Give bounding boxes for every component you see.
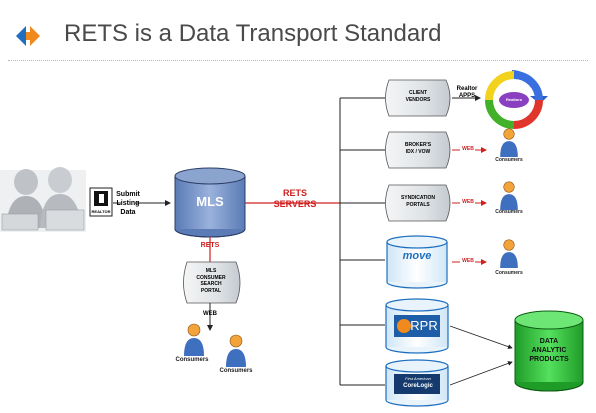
consumers-label: Consumers (175, 357, 209, 363)
rets-down-label: RETS (200, 242, 220, 249)
consumer-person-icon (183, 322, 205, 361)
submit-listing-label: Submit Listing Data (116, 191, 140, 216)
corelogic-logo-line1: First American (405, 376, 431, 381)
mls-label: MLS (196, 194, 224, 209)
broker-idx-label: BROKER'S IDX / VOW (404, 142, 432, 155)
web-label: WEB (462, 199, 474, 205)
consumers-label: Consumers (495, 209, 523, 215)
realtors-cycle-graphic (485, 70, 548, 129)
data-analytic-products-label: DATA ANALYTIC PRODUCTS (529, 338, 569, 363)
realtors-ring-label: Realtors (505, 97, 522, 102)
title-divider (8, 60, 588, 61)
move-logo: move (402, 250, 432, 262)
consumers-label: Consumers (495, 157, 523, 163)
client-vendors-label: CLIENT VENDORS (405, 90, 431, 103)
rets-servers-label: RETS SERVERS (273, 188, 317, 209)
mls-portal-label: MLS CONSUMER SEARCH PORTAL (196, 268, 226, 294)
corelogic-logo-line2: CoreLogic (403, 383, 433, 389)
agents-at-desk-image (0, 167, 86, 232)
consumers-label: Consumers (495, 270, 523, 276)
logo-icon (14, 22, 42, 50)
consumer-person-icon (499, 127, 519, 162)
syndication-portals-label: SYNDICATION PORTALS (400, 195, 436, 208)
mls-cylinder (174, 167, 246, 238)
data-analytic-products-cylinder (514, 310, 584, 392)
web-label: WEB (462, 146, 474, 152)
consumer-person-icon (225, 333, 247, 372)
realtor-apps-label: Realtor APPS (456, 86, 478, 99)
web-down-label: WEB (203, 311, 217, 317)
slide-title: RETS is a Data Transport Standard (64, 20, 442, 47)
consumer-person-icon (499, 238, 519, 273)
realtor-logo-text: REALTOR (91, 209, 111, 214)
consumer-person-icon (499, 180, 519, 215)
consumers-label: Consumers (219, 368, 253, 374)
web-label: WEB (462, 258, 474, 264)
rpr-logo: RPR (410, 318, 438, 333)
